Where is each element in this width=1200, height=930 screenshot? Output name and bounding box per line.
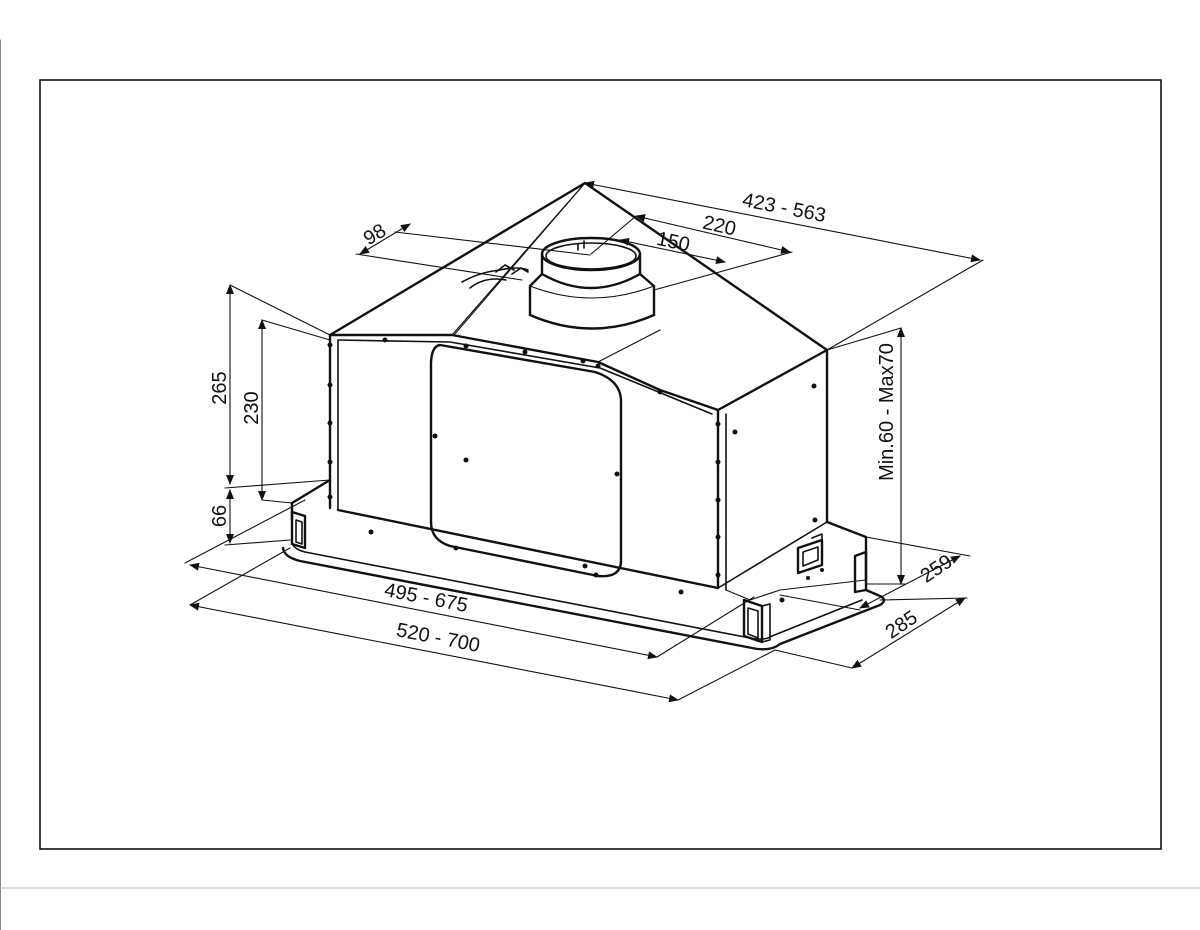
- label-flange-height: 66: [209, 505, 231, 527]
- hood-top-face: [328, 181, 829, 412]
- label-outer-depth: 285: [882, 607, 922, 644]
- drawing-border: [39, 79, 1162, 850]
- rivets: [327, 337, 818, 603]
- left-bracket: [290, 510, 307, 550]
- page-frame: [0, 39, 1200, 930]
- label-outer-width-range: 520 - 700: [395, 619, 482, 657]
- label-outlet-position: 220: [701, 212, 738, 241]
- hood-body: [281, 181, 886, 651]
- hood-front-top-edge: [328, 333, 720, 412]
- label-body-height: 230: [241, 391, 263, 424]
- label-outlet-diameter: 150: [655, 228, 692, 256]
- label-total-height: 265: [209, 371, 231, 404]
- label-adjust-range: Min.60 - Max70: [876, 343, 898, 481]
- side-latch: [796, 533, 824, 580]
- label-inner-depth: 259: [917, 551, 957, 588]
- dimension-labels: 423 - 563 220 150 98 265 230 66 495 - 67…: [209, 189, 957, 657]
- hood-window: [429, 343, 623, 578]
- label-outlet-offset: 98: [360, 220, 390, 250]
- right-bracket: [742, 598, 771, 644]
- dimension-lines: [184, 180, 984, 703]
- hood-front-bottom-edge: [336, 508, 720, 590]
- hood-bottom-frame: [281, 546, 886, 651]
